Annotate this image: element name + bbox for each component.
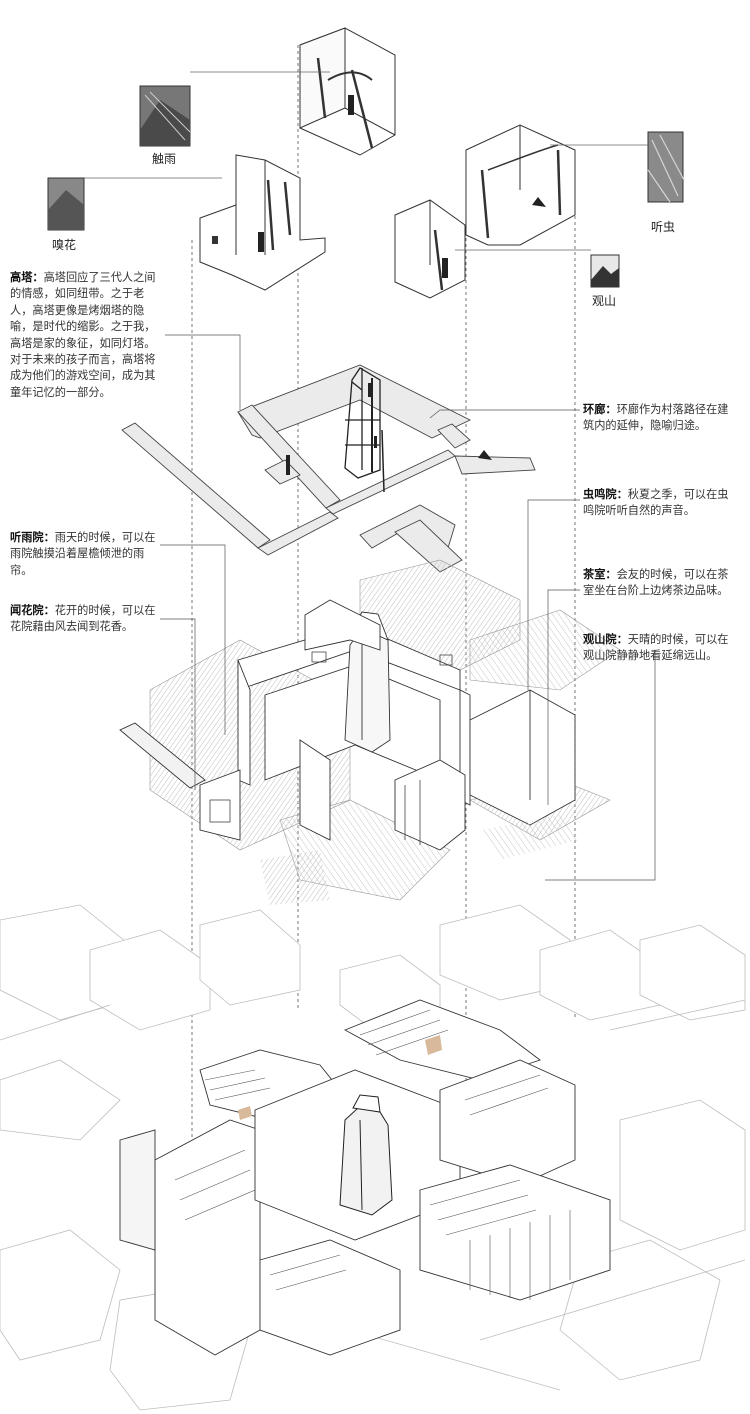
- annotation-huanlang: 环廊：环廊作为村落路径在建筑内的延伸，隐喻归途。: [583, 402, 738, 435]
- annotation-chashi: 茶室：会友的时候，可以在茶室坐在台阶上边烤茶边品味。: [583, 567, 738, 600]
- annotation-tingyuyuan-body: 雨天的时候，可以在雨院触摸沿着屋檐倾泄的雨帘。: [10, 531, 156, 577]
- corridor-plate: [121, 364, 536, 573]
- bottom-tower: [339, 1094, 393, 1216]
- annotation-gaota-title: 高塔：: [10, 271, 44, 284]
- annotation-wenhuayuan-title: 闻花院：: [10, 604, 55, 617]
- annotation-guanshanyuan-title: 观山院：: [583, 633, 628, 646]
- annotation-guanshanyuan: 观山院：天晴的时候，可以在观山院静静地看延绵远山。: [583, 632, 738, 665]
- annotation-chongmingyuan-title: 虫鸣院：: [583, 488, 628, 501]
- bottom-wood-accents: [238, 1035, 442, 1120]
- caption-chuyu: 触雨: [152, 152, 177, 166]
- annotation-leaders: [160, 334, 656, 881]
- photo-guanshan: [590, 254, 620, 288]
- annotation-tingyuyuan-title: 听雨院：: [10, 531, 55, 544]
- middle-walls: [119, 599, 576, 851]
- vignette-guanshan-volume: [394, 199, 466, 299]
- annotation-gaota: 高塔：高塔回应了三代人之间的情感，如同纽带。之于老人，高塔更像是烤烟塔的隐喻，是…: [10, 270, 165, 401]
- photo-chuyu: [139, 85, 191, 147]
- vignette-xiuhua-volume: [199, 154, 326, 291]
- vignette-chuyu-volume: [299, 27, 396, 156]
- caption-xiuhua: 嗅花: [52, 238, 77, 252]
- caption-tingchong: 听虫: [651, 220, 676, 234]
- annotation-gaota-body: 高塔回应了三代人之间的情感，如同纽带。之于老人，高塔更像是烤烟塔的隐喻，是时代的…: [10, 271, 156, 399]
- annotation-huanlang-body: 环廊作为村落路径在建筑内的延伸，隐喻归途。: [583, 403, 729, 433]
- photo-tingchong: [647, 131, 685, 203]
- bottom-roof-lines: [174, 1009, 571, 1300]
- middle-window-details: [209, 651, 453, 845]
- annotation-chashi-title: 茶室：: [583, 568, 617, 581]
- bottom-building: [119, 999, 611, 1356]
- annotation-wenhuayuan: 闻花院：花开的时候，可以在花院藉由风去闻到花香。: [10, 603, 165, 636]
- annotation-chongmingyuan-body: 秋夏之季，可以在虫鸣院听听自然的声音。: [583, 488, 729, 518]
- annotation-chongmingyuan: 虫鸣院：秋夏之季，可以在虫鸣院听听自然的声音。: [583, 487, 738, 520]
- photo-xiuhua: [47, 177, 85, 231]
- annotation-chashi-body: 会友的时候，可以在茶室坐在台阶上边烤茶边品味。: [583, 568, 729, 598]
- caption-guanshan: 观山: [592, 294, 617, 308]
- village-context: [0, 904, 746, 1411]
- annotation-guanshanyuan-body: 天晴的时候，可以在观山院静静地看延绵远山。: [583, 633, 729, 663]
- annotation-tingyuyuan: 听雨院：雨天的时候，可以在雨院触摸沿着屋檐倾泄的雨帘。: [10, 530, 165, 579]
- vignette-tingchong-volume: [465, 124, 576, 246]
- annotation-huanlang-title: 环廊：: [583, 403, 617, 416]
- annotation-wenhuayuan-body: 花开的时候，可以在花院藉由风去闻到花香。: [10, 604, 156, 634]
- middle-hatch-ground: [260, 815, 580, 905]
